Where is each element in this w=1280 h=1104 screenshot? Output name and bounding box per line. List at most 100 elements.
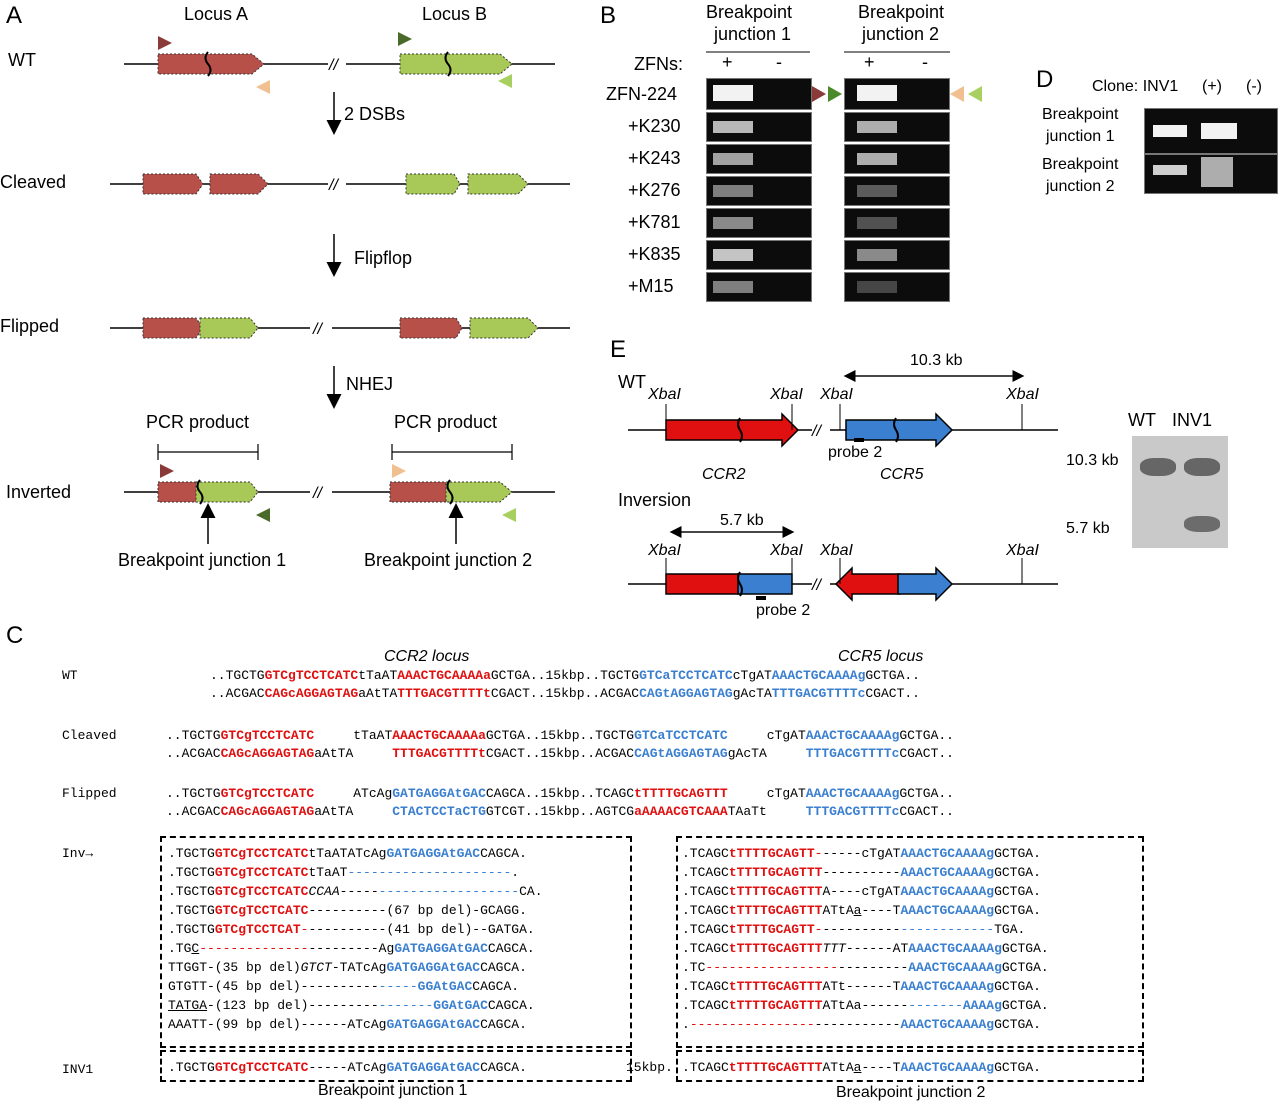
b-plus-2: + xyxy=(864,52,875,72)
gel-j1-k835 xyxy=(706,240,812,270)
b-row-k781: +K781 xyxy=(628,212,681,232)
step-flipflop: Flipflop xyxy=(354,248,413,268)
junction1-box xyxy=(160,836,632,1048)
e-ccr2: CCR2 xyxy=(702,466,746,483)
gel-j2-k276 xyxy=(844,176,950,206)
step-2dsbs: 2 DSBs xyxy=(344,104,406,124)
c-footer-junction1: Breakpoint junction 1 xyxy=(318,1082,468,1099)
e-xbai-2: XbaI xyxy=(770,386,803,403)
svg-text://: // xyxy=(312,321,323,338)
pcr-product-1: PCR product xyxy=(146,412,250,432)
gel-j2-k243 xyxy=(844,144,950,174)
e-xbai-8: XbaI xyxy=(1006,542,1039,559)
e-xbai-5: XbaI xyxy=(648,542,681,559)
svg-text://: // xyxy=(328,177,339,194)
j2-row-4: .TCAGCtTTTTGCAGTTTATtAa----TAAACTGCAAAAg… xyxy=(682,903,1041,918)
j2-row-2: .TCAGCtTTTTGCAGTTT----------AAACTGCAAAAg… xyxy=(682,865,1041,880)
j2-row-7: .TC--------------------------AAACTGCAAAA… xyxy=(682,960,1049,975)
gel-j1-k276 xyxy=(706,176,812,206)
southern-blot xyxy=(1132,436,1228,548)
c-label-wt: WT xyxy=(62,668,78,683)
j1-row-9: TATGA-(123 bp del)----------------GGAtGA… xyxy=(168,998,535,1013)
row-cleaved: Cleaved xyxy=(0,172,67,192)
gel-j1-k243 xyxy=(706,144,812,174)
c-label-flipped: Flipped xyxy=(62,786,117,801)
j1-row-2: .TGCTGGTCgTCCTCATCtTaAT-----------------… xyxy=(168,865,520,880)
b-header2-line2: junction 2 xyxy=(862,24,940,44)
row-wt: WT xyxy=(8,50,36,70)
j1-row-6: .TGC-----------------------AgGATGAGGAtGA… xyxy=(168,941,535,956)
panel-label-c: C xyxy=(6,622,24,649)
seq-cleaved-top: ..TGCTGGTCgTCCTCATC tTaATAAACTGCAAAAaGCT… xyxy=(166,728,954,743)
seq-flipped-bottom: ..ACGACCAGcAGGAGTAGaAtTA CTACTCCTaCTGGTC… xyxy=(166,804,954,819)
svg-text://: // xyxy=(811,577,822,594)
junction-1-label: Breakpoint junction 1 xyxy=(118,550,287,570)
gel-j1-zfn224 xyxy=(706,78,812,110)
e-xbai-6: XbaI xyxy=(770,542,803,559)
c-label-cleaved: Cleaved xyxy=(62,728,117,743)
step-nhej: NHEJ xyxy=(346,374,394,394)
zfns-label: ZFNs: xyxy=(634,54,683,74)
svg-text://: // xyxy=(328,57,339,74)
j1-row-10: AAATT-(99 bp del)------ATcAgGATGAGGAtGAC… xyxy=(168,1017,527,1032)
primer-dark-red xyxy=(158,36,172,50)
d-row2-line1: Breakpoint xyxy=(1042,156,1119,173)
row-inverted: Inverted xyxy=(6,482,72,502)
blot-57-label: 5.7 kb xyxy=(1066,520,1110,537)
inv1-box-2 xyxy=(676,1050,1144,1082)
j1-row-5: .TGCTGGTCgTCCTCAT-----------(41 bp del)-… xyxy=(168,922,535,937)
b-row-k835: +K835 xyxy=(628,244,681,264)
primer-peach xyxy=(256,80,270,94)
e-probe-wt: probe 2 xyxy=(828,444,883,461)
e-wt-label: WT xyxy=(618,372,646,392)
seq-flipped-top: ..TGCTGGTCgTCCTCATC ATcAgGATGAGGAtGACCAG… xyxy=(166,786,954,801)
j1-row-7: TTGGT-(35 bp del)GTCT-TATcAgGATGAGGAtGAC… xyxy=(168,960,527,975)
d-clone-label: Clone: INV1 xyxy=(1092,78,1179,95)
gel-j1-m15 xyxy=(706,272,812,302)
e-ccr5: CCR5 xyxy=(880,466,924,483)
e-size-inv: 5.7 kb xyxy=(720,512,764,529)
gel-j2-m15 xyxy=(844,272,950,302)
b-row-k276: +K276 xyxy=(628,180,681,200)
e-size-wt: 10.3 kb xyxy=(910,352,963,369)
b-minus-2: - xyxy=(922,52,928,72)
b-row-zfn224: ZFN-224 xyxy=(606,84,678,104)
gel-j2-k230 xyxy=(844,112,950,142)
c-label-inv: Inv→ xyxy=(62,846,94,861)
junction-2-label: Breakpoint junction 2 xyxy=(364,550,533,570)
seq-wt-bottom: ..ACGACCAGcAGGAGTAGaAtTATTTGACGTTTTtCGAC… xyxy=(210,686,920,701)
flipped-row-diagram: // xyxy=(110,317,570,339)
panel-label-a: A xyxy=(6,2,23,29)
j1-row-4: .TGCTGGTCgTCCTCATC----------(67 bp del)-… xyxy=(168,903,527,918)
e-xbai-4: XbaI xyxy=(1006,386,1039,403)
b-header1-line2: junction 1 xyxy=(714,24,792,44)
gel-j2-zfn224 xyxy=(844,78,950,110)
junction2-box xyxy=(676,836,1144,1048)
primer-light-green xyxy=(498,74,512,88)
c-footer-junction2: Breakpoint junction 2 xyxy=(836,1084,986,1101)
d-gel-j1 xyxy=(1144,108,1278,154)
blot-wt-label: WT xyxy=(1128,410,1156,430)
j2-row-8: .TCAGCtTTTTGCAGTTTATt------TAAACTGCAAAAg… xyxy=(682,979,1041,994)
panel-e-inversion-map: // xyxy=(628,526,1058,602)
b-minus-1: - xyxy=(776,52,782,72)
panel-e-wt-map: // xyxy=(628,370,1058,448)
panel-label-d: D xyxy=(1036,66,1054,93)
inv1-box-1 xyxy=(160,1050,632,1082)
seq-cleaved-bottom: ..ACGACCAGcAGGAGTAGaAtTA TTTGACGTTTTtCGA… xyxy=(166,746,954,761)
b-row-k243: +K243 xyxy=(628,148,681,168)
gel-j1-k230 xyxy=(706,112,812,142)
j2-row-10: .---------------------------AAACTGCAAAAg… xyxy=(682,1017,1041,1032)
locus-a-label: Locus A xyxy=(184,4,249,24)
d-row2-line2: junction 2 xyxy=(1046,178,1115,195)
j1-row-8: GTGTT-(45 bp del)---------------GGAtGACC… xyxy=(168,979,520,994)
cleaved-row-diagram: // xyxy=(110,173,570,195)
j2-row-5: .TCAGCtTTTTGCAGTT-----------------------… xyxy=(682,922,1026,937)
svg-text://: // xyxy=(811,423,822,440)
primer-dark-green xyxy=(398,32,412,46)
svg-text://: // xyxy=(312,485,323,502)
wt-row-diagram: // xyxy=(124,32,555,94)
locus-b-label: Locus B xyxy=(422,4,488,24)
b-header2-line1: Breakpoint xyxy=(858,2,945,22)
